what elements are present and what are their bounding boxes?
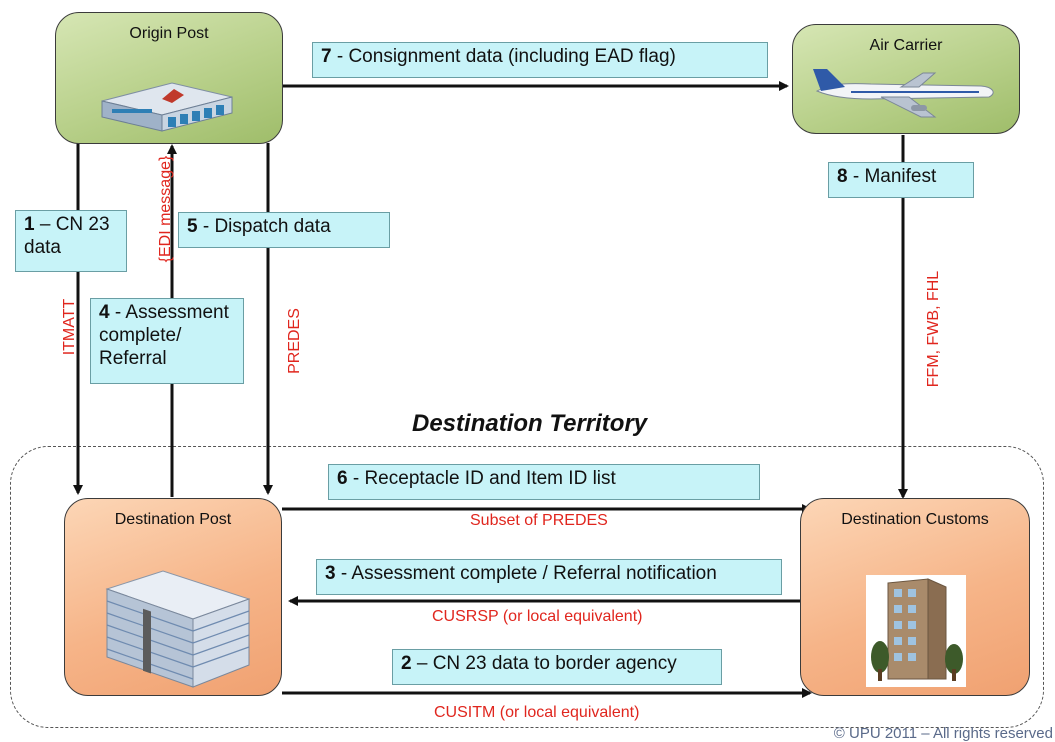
- ffm-message: FFM, FWB, FHL: [925, 270, 942, 388]
- step-7-text: - Consignment data (including EAD flag): [331, 46, 676, 67]
- office-building-icon: [105, 570, 251, 688]
- step-8-label: 8 - Manifest: [828, 162, 974, 198]
- destination-territory-region: [10, 446, 1044, 728]
- step-4-label: 4 - Assessment complete/ Referral: [90, 298, 244, 384]
- step-8-number: 8: [837, 166, 848, 187]
- step-2-text: – CN 23 data to border agency: [411, 653, 677, 674]
- air-carrier-title: Air Carrier: [869, 37, 943, 54]
- origin-post-node: Origin Post: [55, 12, 283, 144]
- itmatt-message: ITMATT: [61, 298, 78, 356]
- origin-post-title: Origin Post: [129, 25, 209, 42]
- destination-customs-node: Destination Customs: [800, 498, 1030, 696]
- customs-building-icon: [866, 575, 966, 687]
- post-office-building-icon: [101, 82, 233, 132]
- subset-predes-message: Subset of PREDES: [470, 512, 608, 529]
- step-1-number: 1: [24, 214, 35, 235]
- airplane-icon: [813, 69, 994, 118]
- step-5-label: 5 - Dispatch data: [178, 212, 390, 248]
- step-6-text: - Receptacle ID and Item ID list: [347, 468, 616, 489]
- step-6-label: 6 - Receptacle ID and Item ID list: [328, 464, 760, 500]
- step-3-text: - Assessment complete / Referral notific…: [335, 563, 717, 584]
- step-2-number: 2: [401, 653, 412, 674]
- destination-post-node: Destination Post: [64, 498, 282, 696]
- step-5-number: 5: [187, 216, 198, 237]
- copyright-notice: © UPU 2011 – All rights reserved: [833, 725, 1053, 742]
- step-4-text: - Assessment complete/ Referral: [99, 302, 229, 369]
- step-8-text: - Manifest: [847, 166, 937, 187]
- cusrsp-message: CUSRSP (or local equivalent): [432, 608, 643, 625]
- step-1-text: – CN 23 data: [24, 214, 110, 258]
- destination-post-title: Destination Post: [114, 511, 232, 528]
- step-3-number: 3: [325, 563, 336, 584]
- destination-customs-title: Destination Customs: [841, 511, 989, 528]
- predes-message: PREDES: [286, 308, 303, 374]
- destination-territory-title: Destination Territory: [412, 410, 648, 437]
- step-5-text: - Dispatch data: [197, 216, 331, 237]
- step-7-number: 7: [321, 46, 332, 67]
- step-7-label: 7 - Consignment data (including EAD flag…: [312, 42, 768, 78]
- step-1-label: 1 – CN 23 data: [15, 210, 127, 272]
- cusitm-message: CUSITM (or local equivalent): [434, 704, 640, 721]
- step-4-number: 4: [99, 302, 110, 323]
- air-carrier-node: Air Carrier: [792, 24, 1020, 134]
- step-6-number: 6: [337, 468, 348, 489]
- edi-message: {EDI message}: [157, 155, 174, 263]
- step-3-label: 3 - Assessment complete / Referral notif…: [316, 559, 782, 595]
- step-2-label: 2 – CN 23 data to border agency: [392, 649, 722, 685]
